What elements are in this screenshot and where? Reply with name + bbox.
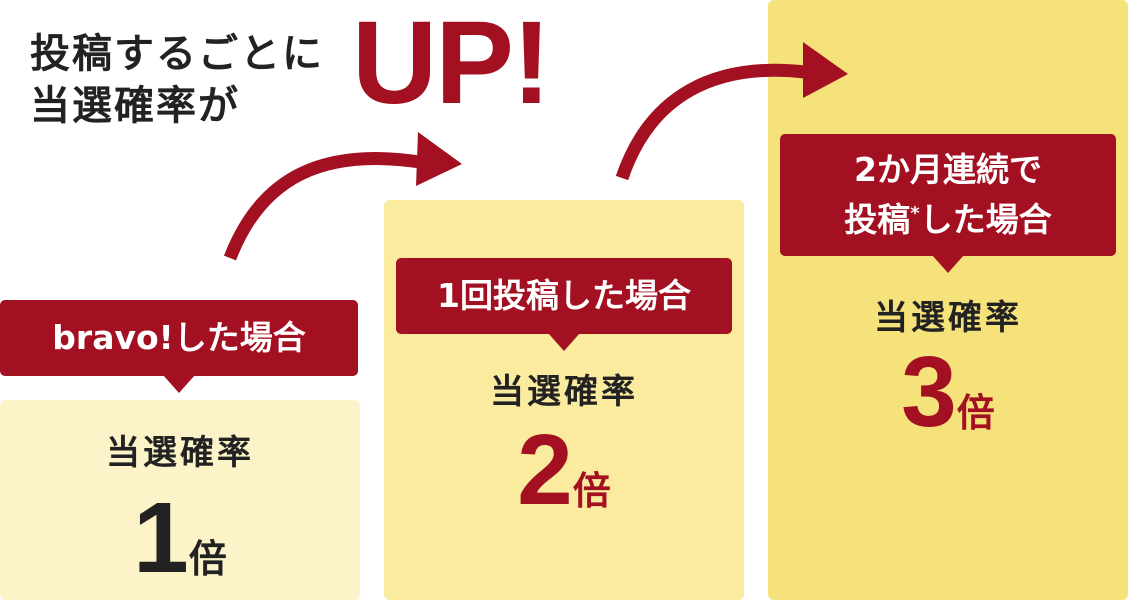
column-2-multiplier-value: 2 [517, 414, 573, 526]
column-1 [0, 400, 360, 600]
arrow-1-curve [223, 152, 421, 261]
column-3 [768, 0, 1128, 600]
column-1-multiplier-value: 1 [133, 482, 189, 594]
column-1-multiplier: 1倍 [0, 488, 360, 588]
column-2-label: 1回投稿した場合 [396, 258, 732, 351]
headline-line-1: 投稿するごとに [30, 31, 324, 77]
column-3-label: 2か月連続で 投稿*した場合 [780, 134, 1116, 273]
headline-up: UP! [352, 0, 551, 129]
arrow-1-head [416, 132, 462, 186]
footnote-mark: * [910, 203, 920, 224]
column-3-multiplier-unit: 倍 [956, 391, 995, 435]
headline-line-2: 当選確率が [30, 83, 240, 129]
column-2-multiplier: 2倍 [384, 420, 744, 520]
column-3-label-line-1: 2か月連続で [854, 150, 1042, 189]
column-1-multiplier-unit: 倍 [188, 537, 227, 581]
column-3-label-line-2-post: した場合 [919, 200, 1052, 239]
column-3-multiplier: 3倍 [768, 342, 1128, 442]
arrow-2-head [803, 42, 848, 98]
arrow-2-curve [615, 63, 806, 181]
column-3-label-line-2-pre: 投稿 [844, 200, 911, 239]
column-3-multiplier-value: 3 [901, 336, 957, 448]
column-3-rate-label: 当選確率 [874, 298, 1022, 338]
column-1-rate-label: 当選確率 [106, 433, 254, 473]
column-1-label: bravo!した場合 [0, 300, 358, 393]
column-2-rate-label: 当選確率 [490, 372, 638, 412]
column-2-multiplier-unit: 倍 [572, 469, 611, 513]
column-3-label-line-2: 投稿*した場合 [780, 192, 1116, 242]
headline: 投稿するごとに 当選確率が [30, 28, 324, 132]
